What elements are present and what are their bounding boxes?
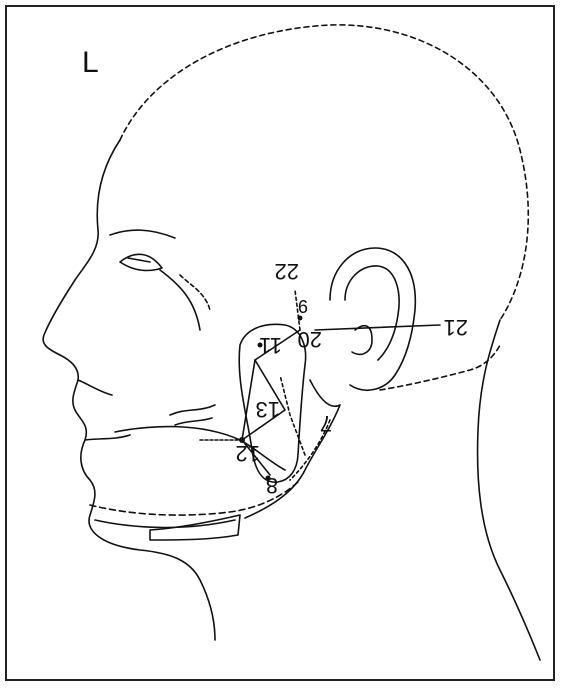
label-20: 20 — [298, 327, 322, 352]
label-8: 8 — [266, 473, 278, 498]
label-7: 7 — [320, 411, 332, 436]
eye — [120, 254, 162, 270]
node-link-e — [315, 325, 440, 330]
label-11: 11 — [259, 333, 282, 358]
side-marker: L — [82, 46, 99, 79]
eyebrow — [110, 230, 175, 238]
face-profile — [43, 140, 215, 640]
label-12: 12 — [236, 441, 260, 466]
ear-outer — [330, 248, 415, 390]
label-13: 13 — [256, 397, 280, 422]
ear-inner — [345, 266, 399, 360]
label-21: 21 — [444, 315, 468, 340]
label-22: 22 — [275, 259, 299, 284]
neck-back — [478, 320, 540, 660]
label-9: 9 — [298, 296, 308, 316]
